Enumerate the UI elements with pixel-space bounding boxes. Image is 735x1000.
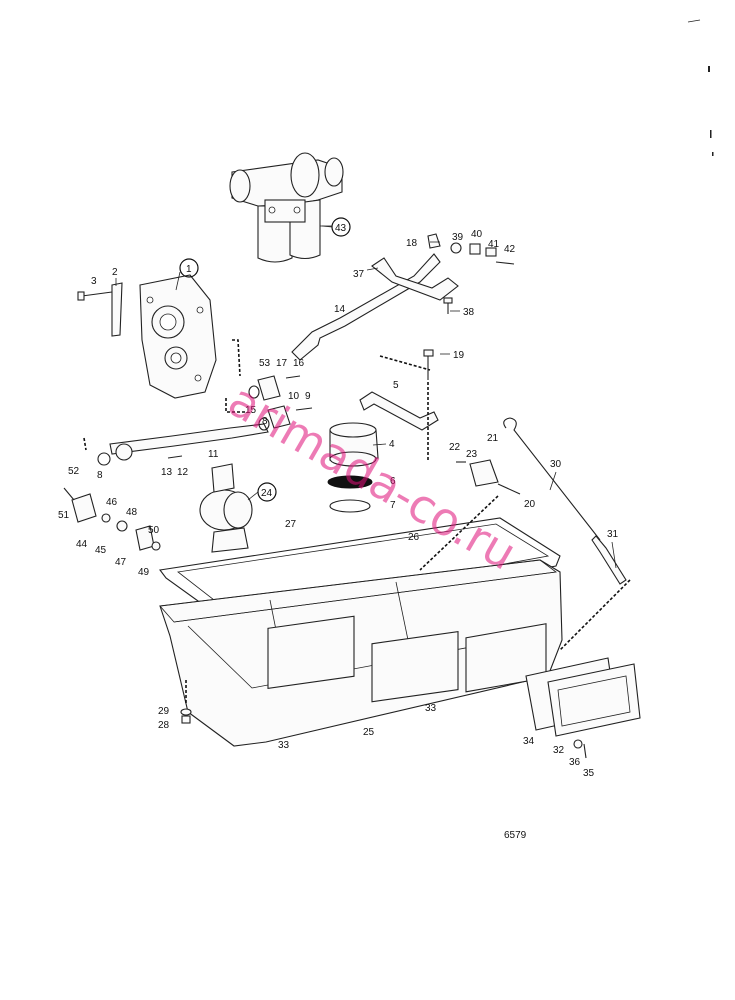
- flange-15: [258, 405, 291, 431]
- bolt-38: [443, 297, 453, 314]
- callout-2: 2: [112, 267, 118, 278]
- callout-22: 22: [449, 442, 461, 453]
- callout-33b: 33: [425, 703, 437, 714]
- callout-53: 53: [259, 358, 271, 369]
- hardware-39-42: [450, 242, 515, 265]
- bolt-3: [77, 291, 113, 301]
- callout-10: 10: [288, 391, 300, 402]
- o-ring-7: [329, 499, 371, 513]
- callout-43: 43: [335, 223, 347, 234]
- drawing-reference-number: 6579: [504, 830, 527, 841]
- callout-labels: 1 2 3 4 5 6 7 8 8 9 10 11 12 13 14 15 16…: [58, 217, 619, 779]
- callout-52: 52: [68, 466, 80, 477]
- callout-34: 34: [523, 736, 535, 747]
- callout-6: 6: [390, 476, 396, 487]
- gear-housing: [139, 274, 217, 399]
- callout-20: 20: [524, 499, 536, 510]
- callout-39: 39: [452, 232, 464, 243]
- callout-1: 1: [186, 264, 192, 275]
- callout-4: 4: [389, 439, 395, 450]
- gasket-6: [327, 475, 373, 489]
- callout-24: 24: [261, 488, 273, 499]
- callout-9: 9: [305, 391, 311, 402]
- callout-33a: 33: [278, 740, 290, 751]
- callout-28: 28: [158, 720, 170, 731]
- callout-40: 40: [471, 229, 483, 240]
- callout-18: 18: [406, 238, 418, 249]
- cover-plate-32-34: [525, 657, 641, 737]
- oil-sump-25: [159, 559, 563, 747]
- assembly-leader-4: [379, 355, 431, 371]
- callout-26: 26: [408, 532, 420, 543]
- callout-circle-1: [179, 258, 199, 278]
- callout-32: 32: [553, 745, 565, 756]
- bracket-2: [111, 282, 123, 337]
- assembly-leader-2: [232, 339, 241, 377]
- flange-53: [248, 375, 281, 401]
- callout-7: 7: [390, 500, 396, 511]
- bracket-5: [359, 391, 439, 431]
- callout-49: 49: [138, 567, 150, 578]
- callout-19: 19: [453, 350, 465, 361]
- callout-25: 25: [363, 727, 375, 738]
- assembly-leader-1: [83, 437, 87, 451]
- callout-29: 29: [158, 706, 170, 717]
- callout-51: 51: [58, 510, 70, 521]
- callout-13: 13: [161, 467, 173, 478]
- dipstick-30: [503, 417, 627, 585]
- oil-pump-assembly: [229, 152, 344, 263]
- callout-42: 42: [504, 244, 516, 255]
- callout-35: 35: [583, 768, 595, 779]
- bolts-16-17-9-10: [285, 375, 313, 411]
- callout-48: 48: [126, 507, 138, 518]
- callout-30: 30: [550, 459, 562, 470]
- assembly-leader-6: [419, 495, 499, 571]
- callout-3: 3: [91, 276, 97, 287]
- assembly-leader-3: [225, 398, 246, 413]
- gasket-27: [159, 517, 561, 625]
- callout-12: 12: [177, 467, 189, 478]
- hardware-18: [427, 233, 441, 249]
- bolt-19: [423, 349, 434, 380]
- callout-leaders: [115, 225, 617, 569]
- callout-46: 46: [106, 497, 118, 508]
- dipstick-guide-20-23: [456, 459, 521, 495]
- callout-47: 47: [115, 557, 127, 568]
- bolts-12-13: [167, 455, 183, 459]
- callout-14: 14: [334, 304, 346, 315]
- callout-37: 37: [353, 269, 365, 280]
- bolts-35-36: [573, 739, 587, 759]
- callout-27: 27: [285, 519, 297, 530]
- callout-5: 5: [393, 380, 399, 391]
- callout-8b: 8: [262, 416, 268, 427]
- callout-17: 17: [276, 358, 288, 369]
- fitting-44-52: [63, 487, 161, 551]
- callout-15: 15: [245, 405, 257, 416]
- vacuum-pump-24: [199, 463, 253, 553]
- o-ring-8a: [97, 452, 111, 466]
- callout-8a: 8: [97, 470, 103, 481]
- suction-pipe-14: [291, 253, 441, 361]
- callout-23: 23: [466, 449, 478, 460]
- drain-plug-28-29: [180, 680, 192, 724]
- bracket-37: [371, 257, 459, 301]
- strainer-4: [329, 422, 379, 467]
- callout-21: 21: [487, 433, 499, 444]
- callout-16: 16: [293, 358, 305, 369]
- scan-marks: [687, 19, 714, 156]
- assembly-leader-7: [559, 579, 631, 651]
- callout-50: 50: [148, 525, 160, 536]
- callout-45: 45: [95, 545, 107, 556]
- callout-11: 11: [208, 449, 219, 460]
- callout-44: 44: [76, 539, 88, 550]
- callout-41: 41: [488, 239, 500, 250]
- callout-31: 31: [607, 529, 619, 540]
- callout-38: 38: [463, 307, 475, 318]
- callout-36: 36: [569, 757, 581, 768]
- pressure-pipe-11: [109, 423, 269, 461]
